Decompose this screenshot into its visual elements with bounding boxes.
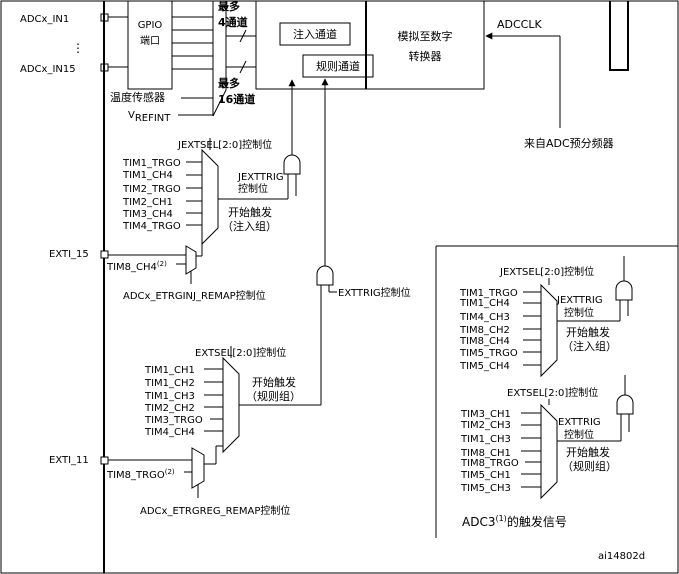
adc3-jexttrig-label-2: 控制位 [564,306,594,319]
low-max-label: 最多 [218,76,240,90]
adc3-inj-source: TIM5_CH4 [459,361,510,372]
reg-source: TIM1_CH2 [144,378,195,389]
adc3-caption: ADC3(1)的触发信号 [462,514,567,529]
exti15-label: EXTI_15 [49,249,89,260]
reg-remap-label: ADCx_ETRGREG_REMAP控制位 [140,504,290,517]
low-count-label: 16通道 [218,92,255,106]
adc3-inj-start-1: 开始触发 [566,325,610,339]
jexttrig-label-1: JEXTTRIG [237,172,284,183]
exttrig-label: EXTTRIG控制位 [338,286,411,299]
adc3-reg-source: TIM1_CH3 [460,434,511,445]
inj-source-list: TIM1_TRGO TIM1_CH4 TIM2_TRGO TIM2_CH1 TI… [122,158,181,232]
adcclk-label: ADCCLK [497,18,542,31]
adc3-jexttrig-label-1: JEXTTRIG [556,295,603,306]
inj-source: TIM2_TRGO [122,184,181,195]
adc3-reg-and-gate [616,394,634,415]
adc3-inj-source: TIM8_CH2 [459,325,510,336]
adc3-reg-source-list: TIM3_CH1 TIM2_CH3 TIM1_CH3 TIM8_CH1 TIM8… [460,409,519,494]
adc3-inj-source-list: TIM1_TRGO TIM1_CH4 TIM4_CH3 TIM8_CH2 TIM… [459,288,518,372]
adc3-inj-mux [540,283,558,378]
converter-label-1: 模拟至数字 [398,29,453,43]
inj-and-gate [283,154,301,175]
vrefint-label: VREFINT [128,110,171,124]
adc3-inj-source: TIM1_CH4 [459,298,510,309]
adc3-reg-source: TIM8_CH1 [460,448,511,459]
injected-channel-label: 注入通道 [293,27,337,41]
up-count-label: 4通道 [218,15,248,29]
adc3-reg-source: TIM3_CH1 [460,409,511,420]
reg-source: TIM2_CH2 [144,403,195,414]
inj-source: TIM3_CH4 [122,209,173,220]
regular-channel-label: 规则通道 [316,59,360,73]
analog-mux [212,0,227,117]
adc3-extsel-label: EXTSEL[2:0]控制位 [507,386,598,399]
adc3-reg-start-2: （规则组） [562,459,617,473]
gpio-port-block [127,0,173,90]
exti11-label: EXTI_11 [49,455,89,466]
reg-trigger-mux [222,356,240,454]
adc3-reg-source: TIM5_CH1 [460,470,511,481]
inj-start-label-1: 开始触发 [228,205,272,219]
injected-channel-box [279,22,351,46]
adc3-jextsel-label: JEXTSEL[2:0]控制位 [499,265,594,278]
input-in15-label: ADCx_IN15 [20,64,76,75]
right-rail [609,1,629,71]
adc3-reg-start-1: 开始触发 [566,445,610,459]
adc3-inj-source: TIM1_TRGO [459,288,518,299]
figure-id: ai14802d [598,551,645,562]
reg-source: TIM1_CH3 [144,391,195,402]
inj-start-label-2: （注入组） [222,219,277,233]
inj-source: TIM1_TRGO [122,158,181,169]
extsel-label: EXTSEL[2:0]控制位 [195,346,286,359]
reg-and-gate [316,265,334,286]
input-in1-label: ADCx_IN1 [20,14,69,25]
reg-source: TIM3_TRGO [144,415,203,426]
reg-source: TIM4_CH4 [144,427,195,438]
adc3-exttrig-label-1: EXTTRIG [558,417,601,428]
jextsel-label: JEXTSEL[2:0]控制位 [177,138,272,151]
adc3-inj-source: TIM5_TRGO [459,348,518,359]
reg-source: TIM1_CH1 [144,365,195,376]
adc3-reg-source: TIM5_CH3 [460,483,511,494]
regular-channel-box [302,54,374,78]
reg-remap-mux [191,447,205,489]
adc3-reg-mux [540,403,558,500]
inj-tim8-label: TIM8_CH4(2) [106,260,167,273]
converter-label-2: 转换器 [409,49,442,63]
reg-start-label-2: （规则组） [246,389,301,403]
adc3-reg-source: TIM8_TRGO [460,458,519,469]
inj-remap-label: ADCx_ETRGINJ_REMAP控制位 [123,289,266,302]
ellipsis-dots: ⋮ [72,41,84,55]
exti15-pin [100,250,109,259]
inj-trigger-mux [201,148,219,246]
adc3-exttrig-label-2: 控制位 [564,428,594,441]
reg-tim8-label: TIM8_TRGO(2) [106,468,175,481]
adc3-inj-start-2: （注入组） [562,339,617,353]
temp-sensor-label: 温度传感器 [110,90,165,104]
inj-source: TIM1_CH4 [122,170,173,181]
adc3-inj-and-gate [615,280,633,301]
reg-start-label-1: 开始触发 [252,375,296,389]
gpio-label: GPIO [138,20,163,31]
up-max-label: 最多 [218,0,240,13]
adc3-inj-source: TIM4_CH3 [459,312,510,323]
prescaler-label: 来自ADC预分频器 [524,136,614,150]
gpio-port-label: 端口 [140,34,160,47]
adc3-inj-source: TIM8_CH4 [459,336,510,347]
inj-source: TIM2_CH1 [122,197,173,208]
reg-source-list: TIM1_CH1 TIM1_CH2 TIM1_CH3 TIM2_CH2 TIM3… [144,365,203,438]
inj-source: TIM4_TRGO [122,221,181,232]
jexttrig-label-2: 控制位 [238,182,268,195]
adc3-reg-source: TIM2_CH3 [460,420,511,431]
exti11-pin [100,456,109,465]
inj-remap-mux [185,245,197,275]
